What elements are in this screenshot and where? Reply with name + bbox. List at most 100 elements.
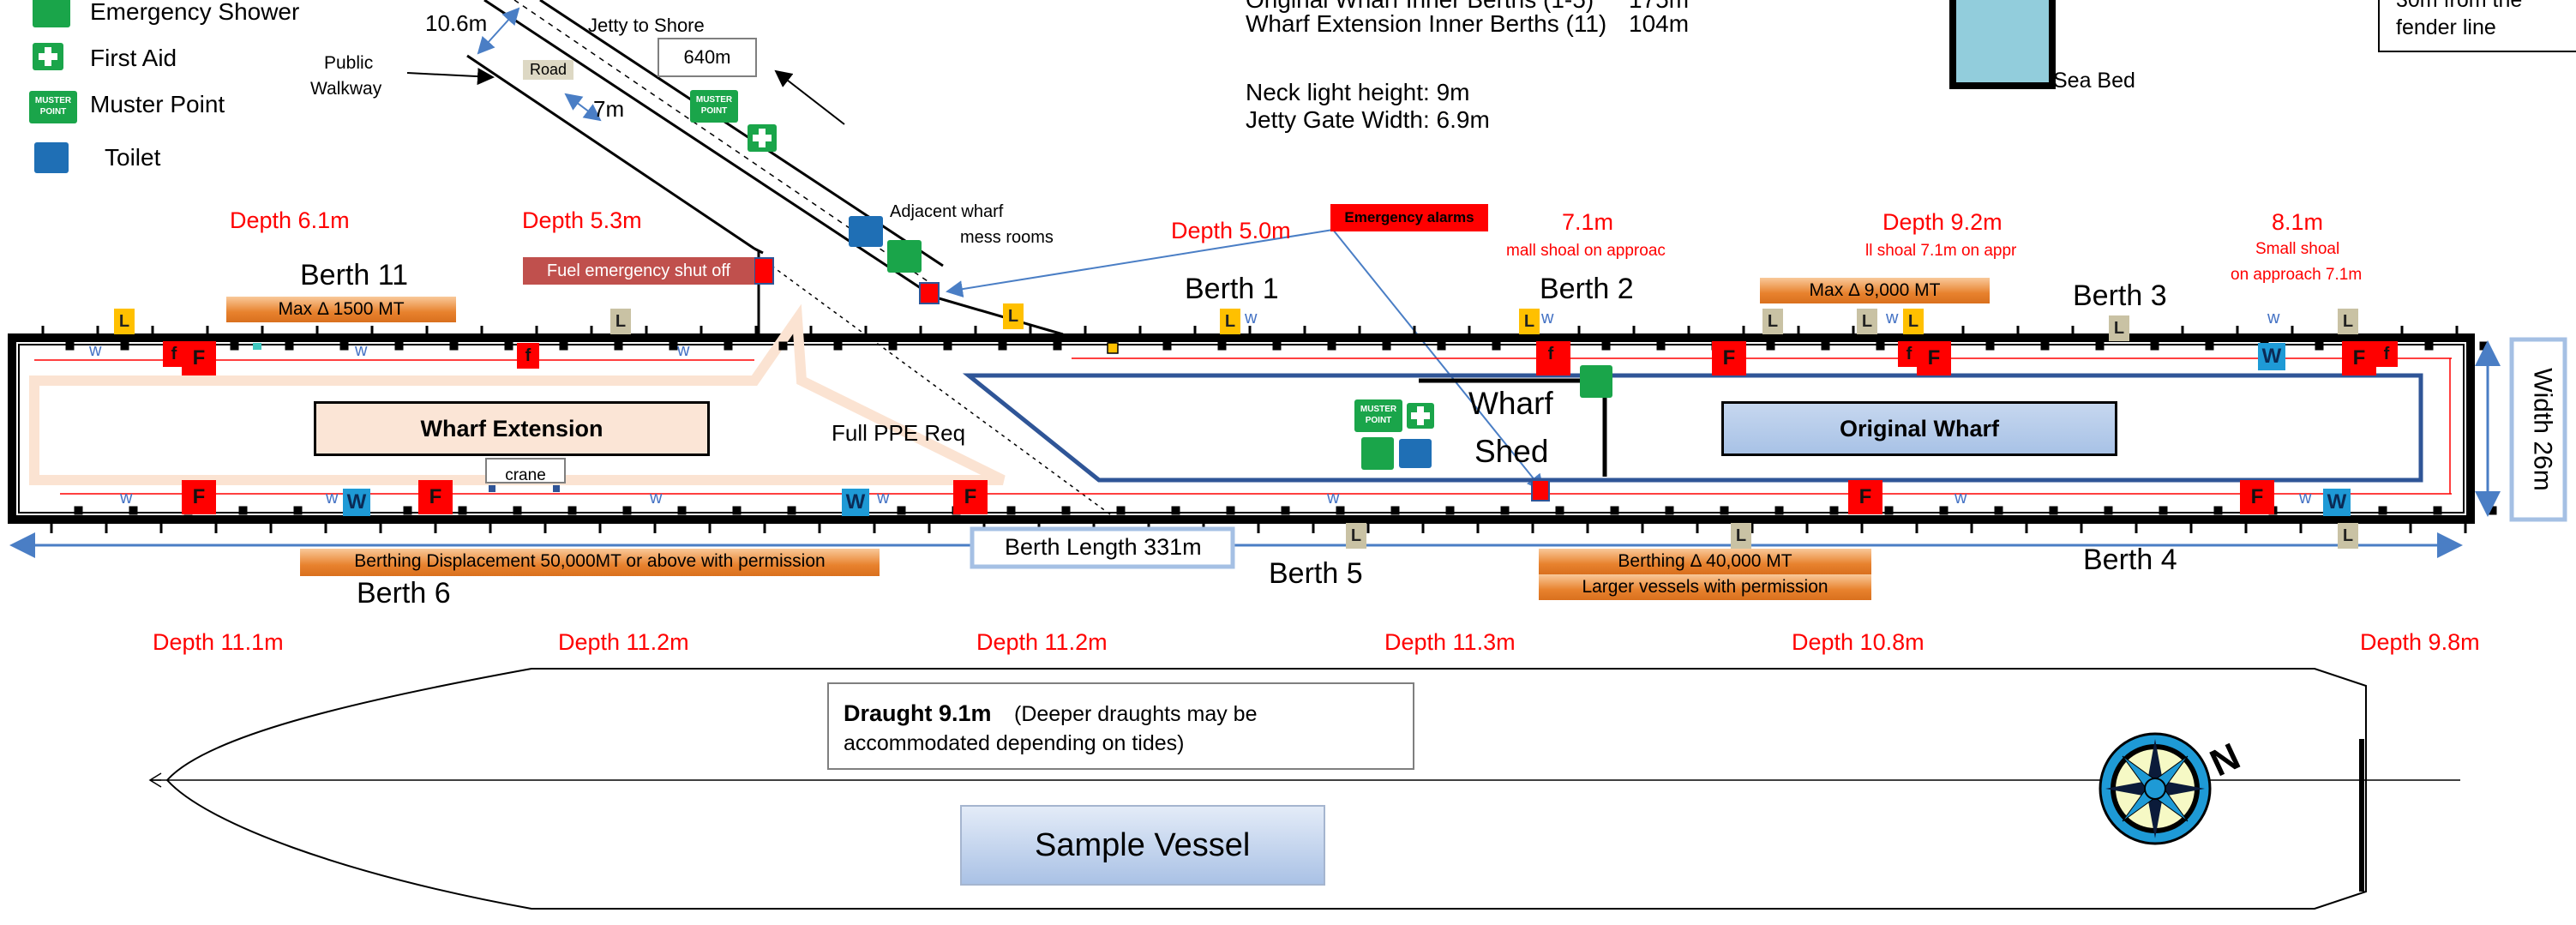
legend-first-aid: First Aid <box>90 45 177 71</box>
shed-shower-icon <box>1361 437 1394 470</box>
public-walkway-label-2: Walkway <box>310 79 382 99</box>
depth-berth1: Depth 5.0m <box>1171 218 1291 243</box>
depth-berth-east: 8.1m <box>2272 209 2324 235</box>
bollard <box>833 341 843 351</box>
bollard <box>559 341 568 351</box>
depth-bottom-4: Depth 11.3m <box>1384 629 1516 655</box>
berth-1-label: Berth 1 <box>1185 273 1279 305</box>
bollard <box>129 506 138 515</box>
depth-berth2-shoal: mall shoal on approac <box>1506 242 1666 260</box>
bollard <box>2424 341 2434 351</box>
bollard <box>120 341 129 351</box>
water-point-marker: w <box>1886 309 1899 327</box>
depth-berth3: Depth 9.2m <box>1882 209 2003 235</box>
light-marker: L <box>114 309 135 334</box>
bollard <box>238 506 248 515</box>
note-neck-light: Neck light height: 9m <box>1246 79 1470 105</box>
berth-6-label: Berth 6 <box>357 577 451 610</box>
light-marker: L <box>1857 309 1877 334</box>
displacement-banner: Berthing Displacement 50,000MT or above … <box>300 549 880 576</box>
note-original-berths-value: 175m <box>1629 0 1689 14</box>
water-point-marker: w <box>650 489 663 508</box>
water-point-marker: w <box>1955 489 1967 508</box>
depth-bottom-2: Depth 11.2m <box>558 629 689 655</box>
bollard <box>1382 341 1391 351</box>
ppe-required-label: Full PPE Req <box>832 420 966 446</box>
road-dim-arrow <box>564 93 602 122</box>
fuel-shutoff-banner: Fuel emergency shut off <box>523 257 754 285</box>
max-1500-banner: Max Δ 1500 MT <box>226 297 456 322</box>
draught-box <box>827 682 1414 770</box>
wharf-extension-box: Wharf Extension <box>314 401 710 456</box>
bollard <box>394 341 404 351</box>
depth-berth-east-shoal-2: on approach 7.1m <box>2231 266 2363 284</box>
bollard <box>2095 341 2105 351</box>
compass-icon <box>2099 732 2212 845</box>
fire-hydrant-marker: F <box>418 480 453 514</box>
water-marker: W <box>2323 489 2351 516</box>
fire-hydrant-marker: f <box>1540 341 1562 367</box>
fire-hydrant-marker: F <box>2342 341 2376 375</box>
bollard <box>677 506 687 515</box>
larger-vessels-banner: Larger vessels with permission <box>1539 574 1871 600</box>
water-point-marker: w <box>326 489 339 508</box>
bollard <box>1162 341 1172 351</box>
water-point-marker: w <box>355 341 368 360</box>
fire-hydrant-marker: F <box>2240 480 2274 514</box>
bollard <box>888 341 898 351</box>
fuel-shutoff-button <box>754 257 774 285</box>
berth-2-label: Berth 2 <box>1540 273 1634 305</box>
bollard <box>778 341 788 351</box>
water-marker: W <box>2258 343 2285 370</box>
width-label: Width 26m <box>2528 368 2557 491</box>
bollard <box>285 341 294 351</box>
water-point-marker: w <box>1327 489 1340 508</box>
bollard <box>1766 341 1775 351</box>
north-arrow <box>774 69 845 125</box>
sea-bed-label: Sea Bed <box>2053 69 2135 93</box>
water-point-marker: w <box>2267 309 2280 327</box>
water-point-marker: w <box>877 489 890 508</box>
fire-hydrant-marker: f <box>2375 341 2398 367</box>
bollard <box>2315 341 2324 351</box>
water-marker: W <box>343 489 370 516</box>
sample-vessel-box <box>960 805 1325 886</box>
water-point-marker: w <box>2299 489 2312 508</box>
bollard <box>787 506 796 515</box>
fender-note-box <box>2378 0 2576 52</box>
jetty-length-label: 640m <box>683 46 731 68</box>
crane-label-box: crane <box>485 458 566 484</box>
public-walkway-label-1: Public <box>324 53 374 73</box>
bollard <box>2049 506 2058 515</box>
berthing-40000-banner: Berthing Δ 40,000 MT <box>1539 549 1871 574</box>
bollard <box>724 341 733 351</box>
bollard <box>943 341 952 351</box>
light-marker: L <box>1762 309 1783 334</box>
vessel-hull <box>165 668 2367 910</box>
bollard <box>1656 341 1666 351</box>
jetty-dotted <box>771 265 1111 515</box>
draught-note-2: accommodated depending on tides) <box>844 731 1185 755</box>
bollard <box>2159 506 2168 515</box>
fire-hydrant-marker: F <box>182 341 216 375</box>
bollard <box>2488 506 2497 515</box>
jetty-first-aid-icon <box>748 124 777 152</box>
fire-hydrant-marker: F <box>1848 480 1882 514</box>
jetty-shower-icon <box>887 240 922 273</box>
wharf-outline <box>8 333 2475 524</box>
jetty-toilet-icon <box>849 216 883 247</box>
fire-hydrant-marker: f <box>517 343 539 369</box>
bollard <box>1500 506 1510 515</box>
bollard <box>1876 341 1885 351</box>
bollard <box>1336 506 1345 515</box>
max-9000-banner: Max Δ 9,000 MT <box>1760 278 1990 303</box>
fire-hydrant-marker: F <box>953 480 988 514</box>
water-point-marker: w <box>120 489 133 508</box>
original-wharf-outline <box>962 373 2423 483</box>
berth-length-box <box>970 526 1235 569</box>
fire-hydrant-marker: f <box>1898 341 1920 367</box>
bollard <box>614 341 623 351</box>
muster-point-icon: MUSTER POINT <box>29 91 77 123</box>
